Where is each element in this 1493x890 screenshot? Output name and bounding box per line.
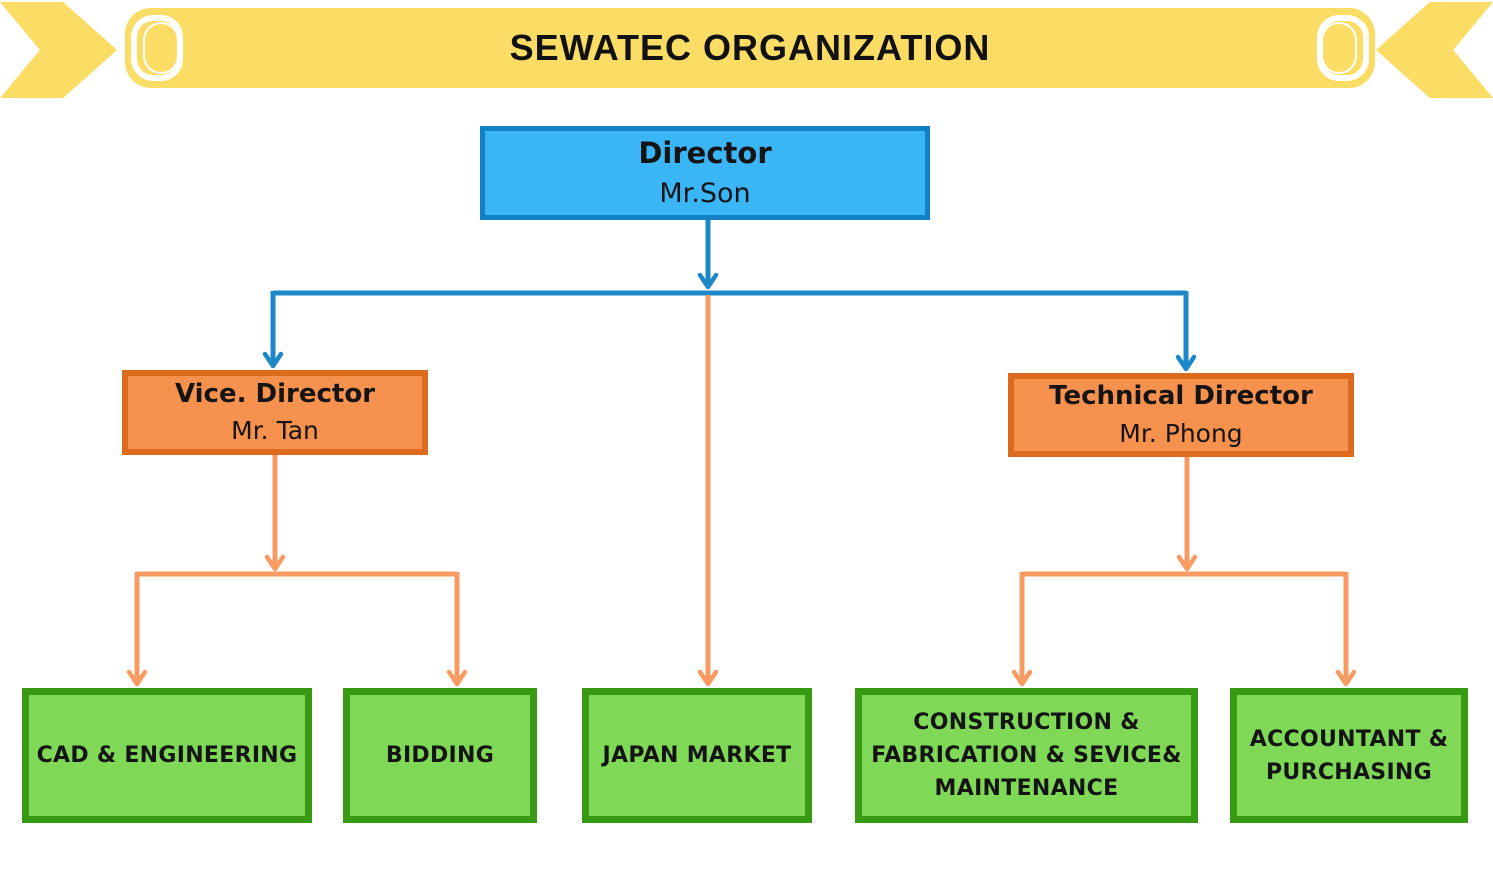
banner-left-bracket-icon [131,15,183,81]
director-role-label: Director [638,136,772,171]
director-person-name: Mr.Son [659,178,751,210]
page-title: SEWATEC ORGANIZATION [509,27,991,68]
node-japan-market: JAPAN MARKET [582,688,812,823]
department-label: CAD & ENGINEERING [36,743,298,768]
node-director: Director Mr.Son [480,126,930,220]
vice-director-role-label: Vice. Director [174,378,376,409]
department-label: BIDDING [385,743,495,768]
banner-left-inner-bracket-icon [143,22,179,74]
banner-left-chevron-icon [0,2,117,98]
department-label: JAPAN MARKET [602,743,792,768]
node-technical-director: Technical Director Mr. Phong [1008,373,1354,457]
banner-right-inner-bracket-icon [1321,22,1357,74]
technical-director-role-label: Technical Director [1049,381,1313,412]
node-accountant-purchasing: ACCOUNTANT & PURCHASING [1230,688,1468,823]
node-cad-engineering: CAD & ENGINEERING [22,688,312,823]
banner-right-bracket-icon [1317,15,1369,81]
technical-director-person-name: Mr. Phong [1119,418,1243,448]
banner-right-chevron-icon [1376,2,1493,98]
node-bidding: BIDDING [343,688,537,823]
node-vice-director: Vice. Director Mr. Tan [122,370,428,455]
department-label: CONSTRUCTION & FABRICATION & SEVICE& MAI… [871,710,1182,801]
department-label: ACCOUNTANT & PURCHASING [1249,726,1449,785]
vice-director-person-name: Mr. Tan [231,416,319,446]
node-construction-fabrication-service-maintenance: CONSTRUCTION & FABRICATION & SEVICE& MAI… [855,688,1198,823]
banner-ribbon: SEWATEC ORGANIZATION [125,8,1375,88]
